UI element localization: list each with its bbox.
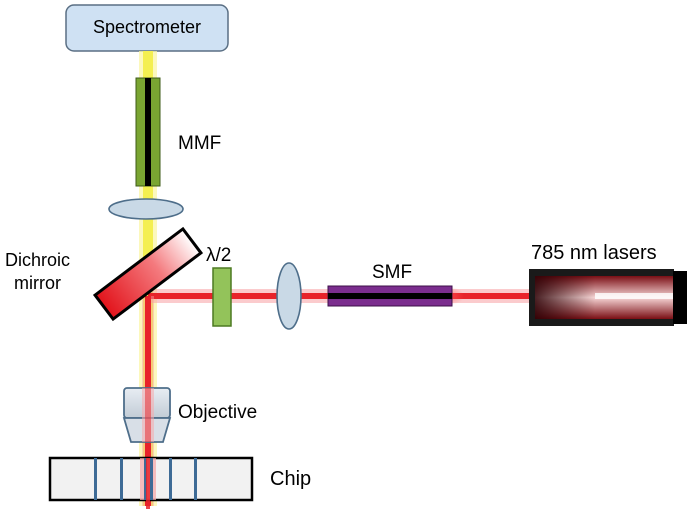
half-wave-plate-icon — [212, 267, 232, 327]
spectrometer-label: Spectrometer — [92, 17, 202, 37]
dichroic-mirror-icon — [92, 226, 204, 322]
multimode-fiber-icon — [135, 77, 161, 187]
mmf-label: MMF — [178, 133, 222, 154]
lens-icon — [108, 198, 184, 220]
photonic-chip-icon — [48, 456, 254, 509]
lens-icon — [276, 262, 302, 330]
laser-source-icon — [529, 269, 687, 326]
half-wave-plate-label: λ/2 — [206, 245, 232, 266]
single-mode-fiber-icon — [327, 285, 464, 307]
laser-label: 785 nm lasers — [531, 242, 657, 264]
smf-label: SMF — [372, 262, 413, 283]
objective-label: Objective — [178, 402, 258, 423]
dichroic-label-line1: Dichroic — [5, 250, 71, 270]
objective-lens-icon — [122, 387, 172, 443]
chip-label: Chip — [270, 468, 312, 490]
dichroic-label-line2: mirror — [14, 273, 61, 293]
